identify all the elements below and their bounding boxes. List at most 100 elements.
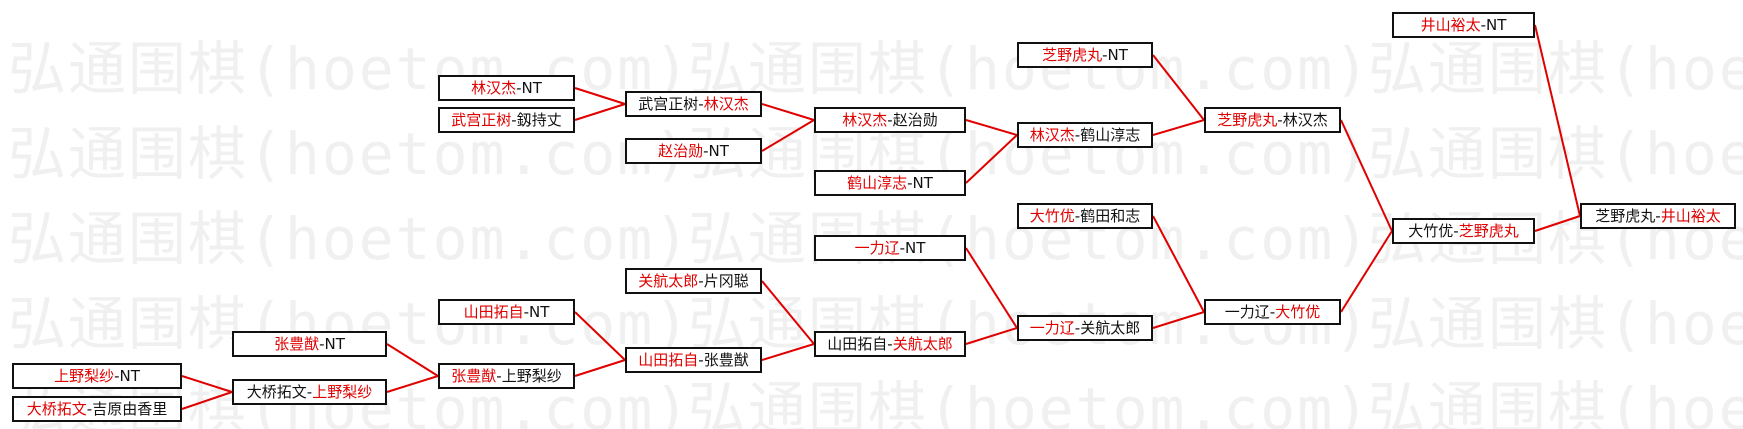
player-name: 大竹优 [1408,221,1454,240]
separator: - [306,382,313,401]
match-box-r4b: 山田拓自-张豊猷 [625,347,762,373]
connector-r1l-to-r2b [181,375,233,393]
match-box-r1g: 大竹优-鹤田和志 [1017,203,1153,229]
separator: - [523,302,530,321]
match-box-r1e: 芝野虎丸-NT [1017,42,1153,68]
match-box-r1m: 大桥拓文-吉原由香里 [12,396,182,422]
player-name: 釼持丈 [516,110,562,129]
player-name: 鹤山淳志 [847,173,908,192]
player-name: 赵治勋 [892,110,938,129]
match-box-r5a: 芝野虎丸-林汉杰 [1204,107,1341,133]
player-name: 一力辽 [1224,302,1270,321]
player-name: 鹤田和志 [1080,206,1141,225]
connector-r4b-to-r5b [761,343,815,361]
match-box-r5b: 山田拓自-关航太郎 [814,331,966,357]
separator: - [496,366,502,385]
connector-r1h-to-r6b [965,247,1018,329]
match-box-r6b: 一力辽-关航太郎 [1017,315,1153,341]
player-name: 芝野虎丸 [1595,206,1656,225]
player-name: 芝野虎丸 [1042,45,1103,64]
separator: - [887,110,893,129]
connector-r1c-to-r3a [761,119,815,152]
connector-r1e-to-r5a [1152,54,1205,121]
connector-r1d-to-r4a [965,134,1018,184]
connector-r1j-to-r4b [574,311,626,361]
player-name: 张豊猷 [274,334,320,353]
separator: - [1074,318,1081,337]
player-name: 山田拓自 [827,334,888,353]
match-box-r1i: 关航太郎-片冈聪 [625,268,762,294]
player-name: 芝野虎丸 [1458,221,1519,240]
separator: - [887,334,893,353]
connector-r1a-to-r2a [574,87,626,105]
separator: - [698,94,704,113]
player-name: NT [529,302,550,321]
connector-r1k-to-r3b [386,343,439,377]
separator: - [1655,206,1661,225]
separator: - [698,271,704,290]
connector-r7b-to-semi [1340,230,1393,313]
match-box-r1h: 一力辽-NT [814,235,966,261]
player-name: NT [708,141,729,160]
player-name: 大竹优 [1029,206,1075,225]
player-name: 上野梨纱 [501,366,562,385]
player-name: 鹤山淳志 [1080,125,1141,144]
connector-r5a-to-semi [1340,119,1393,232]
player-name: 张豊猷 [703,350,749,369]
match-box-r7b: 一力辽-大竹优 [1204,299,1341,325]
player-name: 关航太郎 [1080,318,1141,337]
player-name: NT [119,366,140,385]
player-name: 大竹优 [1275,302,1321,321]
match-box-r1j: 山田拓自-NT [438,299,575,325]
connector-semi-to-final [1534,215,1581,232]
player-name: 关航太郎 [892,334,953,353]
match-box-semi: 大竹优-芝野虎丸 [1392,218,1535,244]
connector-r1g-to-r7b [1152,215,1205,313]
separator: - [698,350,704,369]
match-box-r1f: 井山裕太-NT [1392,12,1535,38]
separator: - [1480,15,1487,34]
separator: - [114,366,120,385]
match-box-final: 芝野虎丸-井山裕太 [1580,203,1736,229]
connector-r4a-to-r5a [1152,119,1205,136]
player-name: NT [1486,15,1507,34]
player-name: 片冈聪 [703,271,749,290]
player-name: 山田拓自 [463,302,524,321]
player-name: 林汉杰 [1282,110,1328,129]
player-name: 武宫正树 [451,110,512,129]
player-name: 关航太郎 [638,271,699,290]
separator: - [1074,206,1081,225]
separator: - [907,173,913,192]
player-name: 林汉杰 [842,110,888,129]
player-name: 林汉杰 [471,78,517,97]
separator: - [1277,110,1283,129]
separator: - [86,399,93,418]
player-name: NT [324,334,345,353]
match-box-r3a: 林汉杰-赵治勋 [814,107,966,133]
match-box-r4a: 林汉杰-鹤山淳志 [1017,122,1153,148]
match-box-r1l: 上野梨纱-NT [12,363,182,389]
separator: - [319,334,325,353]
player-name: 井山裕太 [1660,206,1721,225]
connector-r1b-to-r2a [574,103,626,121]
match-box-r1d: 鹤山淳志-NT [814,170,966,196]
match-box-r1a: 林汉杰-NT [438,75,575,101]
connector-r3a-to-r4a [965,119,1018,136]
player-name: NT [521,78,542,97]
match-box-r3b: 张豊猷-上野梨纱 [438,363,575,389]
player-name: NT [912,173,933,192]
separator: - [1269,302,1276,321]
player-name: 一力辽 [854,238,900,257]
player-name: NT [905,238,926,257]
player-name: 武宫正树 [638,94,699,113]
match-box-r2a: 武宫正树-林汉杰 [625,91,762,117]
player-name: 林汉杰 [1029,125,1075,144]
player-name: 上野梨纱 [312,382,373,401]
player-name: 张豊猷 [451,366,497,385]
separator: - [1074,125,1081,144]
player-name: 一力辽 [1029,318,1075,337]
player-name: 井山裕太 [1420,15,1481,34]
player-name: 吉原由香里 [92,399,168,418]
match-box-r1k: 张豊猷-NT [232,331,387,357]
